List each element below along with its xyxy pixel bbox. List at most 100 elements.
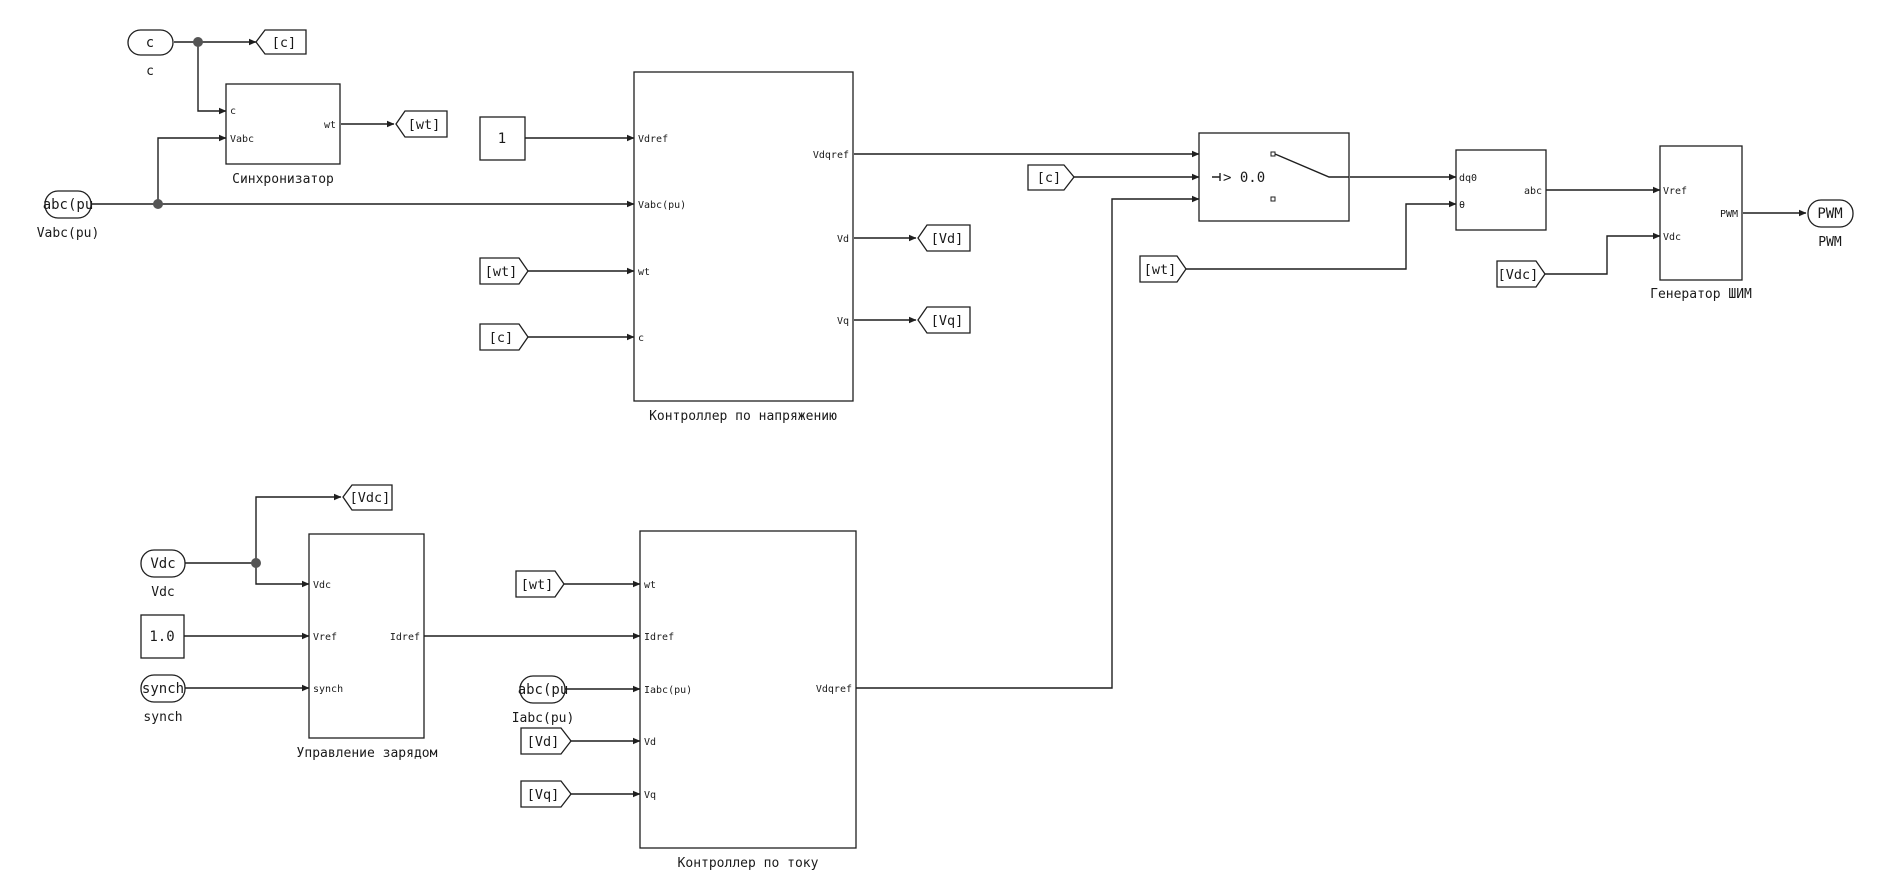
inport-c[interactable]: c c	[127, 29, 174, 79]
block-synchronizer[interactable]: c Vabc wt Синхронизатор	[225, 83, 341, 187]
port-vctrl-vabc: Vabc(pu)	[638, 200, 686, 211]
port-charge-vdc: Vdc	[313, 580, 331, 591]
label-inport-vdc: Vdc	[151, 585, 174, 600]
port-charge-vref: Vref	[313, 632, 337, 643]
port-charge-idref: Idref	[390, 632, 420, 643]
constant-vref[interactable]: 1.0	[140, 614, 185, 659]
from-c-switch[interactable]: [c]	[1027, 164, 1075, 191]
constant-vdref[interactable]: 1	[479, 116, 526, 161]
block-switch[interactable]: > 0.0	[1198, 132, 1350, 222]
svg-text:synch: synch	[142, 681, 184, 697]
port-ictrl-vq: Vq	[644, 790, 656, 801]
wire-vdc-to-charge[interactable]	[184, 562, 310, 588]
block-charge-control[interactable]: Vdc Vref synch Idref Управление зарядом	[297, 533, 438, 761]
port-pwm-vdc: Vdc	[1663, 232, 1681, 243]
from-vd-ictrl[interactable]: [Vd]	[520, 727, 572, 755]
switch-contact-top	[1270, 151, 1276, 157]
label-inport-vabc: Vabc(pu)	[37, 226, 100, 241]
from-wt-ictrl[interactable]: [wt]	[515, 570, 565, 598]
svg-text:[wt]: [wt]	[521, 577, 554, 593]
svg-text:[Vdc]: [Vdc]	[1498, 267, 1539, 283]
junction-dot	[153, 199, 163, 209]
svg-text:PWM: PWM	[1817, 206, 1842, 222]
svg-text:1.0: 1.0	[149, 629, 174, 645]
signal-lines	[92, 37, 1807, 798]
port-ictrl-vd: Vd	[644, 737, 656, 748]
label-charge-control: Управление зарядом	[297, 746, 438, 761]
svg-text:[Vq]: [Vq]	[527, 787, 560, 803]
goto-vdc[interactable]: [Vdc]	[342, 484, 393, 511]
wire-ictrl-vdqref-to-switch[interactable]	[856, 195, 1200, 689]
from-c-vctrl[interactable]: [c]	[479, 323, 529, 351]
goto-vq[interactable]: [Vq]	[917, 306, 971, 334]
port-vctrl-c: c	[638, 333, 644, 344]
block-dq0-to-abc[interactable]: dq0 θ abc	[1455, 149, 1547, 231]
junction-dot	[193, 37, 203, 47]
junction-dot	[251, 558, 261, 568]
inport-vdc[interactable]: Vdc Vdc	[140, 549, 186, 600]
port-vctrl-vq: Vq	[837, 316, 849, 327]
port-theta: θ	[1459, 200, 1465, 211]
from-wt-dq0[interactable]: [wt]	[1139, 255, 1187, 283]
wire-c-to-sync-c[interactable]	[197, 42, 227, 115]
label-pwm-generator: Генератор ШИМ	[1650, 287, 1752, 302]
port-abc: abc	[1524, 186, 1542, 197]
port-ictrl-vdqref: Vdqref	[816, 684, 852, 695]
port-dq0: dq0	[1459, 173, 1477, 184]
wire-vdc-to-pwm[interactable]	[1545, 232, 1661, 275]
port-ictrl-wt: wt	[644, 580, 656, 591]
block-current-controller[interactable]: wt Idref Iabc(pu) Vd Vq Vdqref Контролле…	[639, 530, 857, 871]
label-inport-iabc: Iabc(pu)	[512, 711, 575, 726]
wire-vabc-to-sync[interactable]	[157, 134, 227, 204]
port-sync-wt: wt	[324, 120, 336, 131]
port-vctrl-wt: wt	[638, 267, 650, 278]
svg-text:[Vd]: [Vd]	[527, 734, 560, 750]
switch-threshold: > 0.0	[1223, 170, 1265, 186]
port-vctrl-vdqref: Vdqref	[813, 150, 849, 161]
svg-text:[Vdc]: [Vdc]	[350, 490, 391, 506]
goto-c[interactable]: [c]	[255, 29, 307, 55]
port-pwm-out: PWM	[1720, 209, 1738, 220]
block-voltage-controller[interactable]: Vdref Vabc(pu) wt c Vdqref Vd Vq Контрол…	[633, 71, 854, 424]
port-pwm-vref: Vref	[1663, 186, 1687, 197]
from-vdc-pwm[interactable]: [Vdc]	[1496, 260, 1546, 288]
port-ictrl-iabc: Iabc(pu)	[644, 685, 692, 696]
svg-text:[c]: [c]	[489, 330, 513, 346]
inport-vabc[interactable]: abc(pu Vabc(pu)	[37, 190, 100, 241]
wire-wt-to-theta[interactable]	[1186, 200, 1457, 270]
port-sync-c: c	[230, 106, 236, 117]
svg-text:[c]: [c]	[272, 35, 296, 51]
svg-text:[wt]: [wt]	[408, 117, 441, 133]
svg-text:[Vq]: [Vq]	[931, 313, 964, 329]
port-charge-synch: synch	[313, 684, 343, 695]
svg-text:abc(pu: abc(pu	[43, 197, 94, 213]
label-current-controller: Контроллер по току	[678, 856, 819, 871]
from-vq-ictrl[interactable]: [Vq]	[520, 780, 572, 808]
svg-text:[c]: [c]	[1037, 170, 1061, 186]
label-voltage-controller: Контроллер по напряжению	[649, 409, 837, 424]
switch-threshold-tick	[1212, 173, 1221, 181]
svg-text:[Vd]: [Vd]	[931, 231, 964, 247]
svg-text:abc(pu: abc(pu	[518, 682, 569, 698]
outport-pwm[interactable]: PWM PWM	[1807, 199, 1854, 250]
label-inport-synch: synch	[143, 710, 182, 725]
svg-text:1: 1	[498, 131, 506, 147]
wire-vdc-to-goto-vdc[interactable]	[255, 493, 342, 563]
port-ictrl-idref: Idref	[644, 632, 674, 643]
block-pwm-generator[interactable]: Vref Vdc PWM Генератор ШИМ	[1650, 145, 1752, 302]
label-synchronizer: Синхронизатор	[232, 172, 334, 187]
from-wt-vctrl[interactable]: [wt]	[479, 257, 529, 285]
port-vctrl-vdref: Vdref	[638, 134, 668, 145]
svg-text:Vdc: Vdc	[150, 556, 175, 572]
switch-lever	[1274, 153, 1349, 178]
goto-wt[interactable]: [wt]	[395, 110, 448, 138]
inport-iabc[interactable]: abc(pu Iabc(pu)	[512, 675, 575, 726]
svg-text:[wt]: [wt]	[485, 264, 518, 280]
goto-vd[interactable]: [Vd]	[917, 224, 971, 252]
inport-synch[interactable]: synch synch	[140, 674, 186, 725]
svg-text:c: c	[146, 35, 154, 51]
switch-contact-bottom	[1270, 196, 1276, 202]
port-vctrl-vd: Vd	[837, 234, 849, 245]
port-sync-vabc: Vabc	[230, 134, 254, 145]
